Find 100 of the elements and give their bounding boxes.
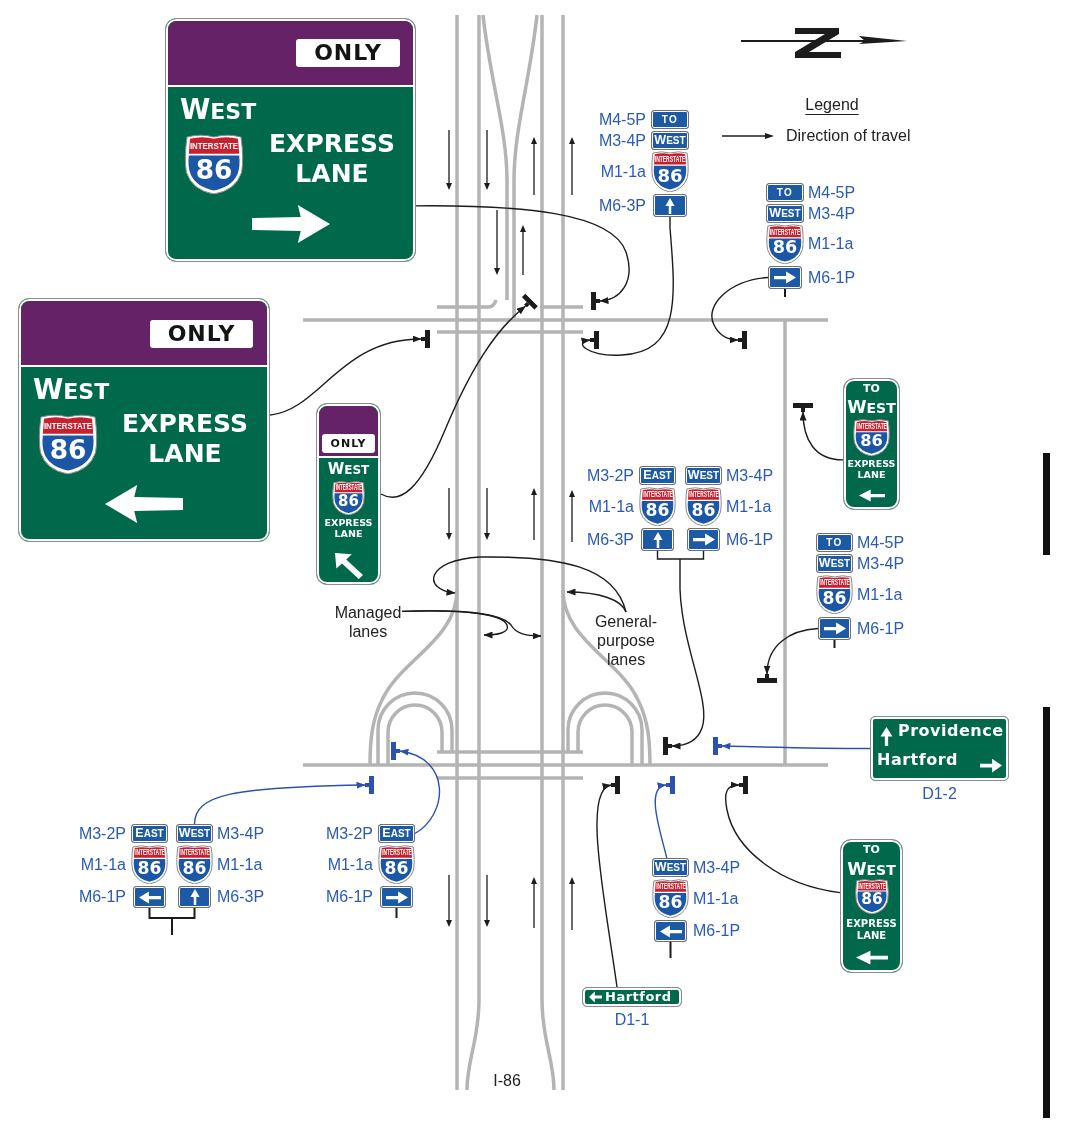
sign-code-label: M3-4P bbox=[598, 130, 646, 151]
only-plaque: ONLY bbox=[150, 320, 253, 348]
legend-text: Direction of travel bbox=[786, 126, 911, 146]
sign-code-label: M6-1P bbox=[78, 887, 126, 907]
arrow-plaque bbox=[178, 886, 211, 908]
sign-code-label: M3-4P bbox=[693, 857, 741, 878]
leader-line bbox=[799, 411, 844, 461]
leader-line bbox=[596, 784, 618, 988]
shield-banner-text: INTERSTATE bbox=[134, 848, 165, 858]
sign-location-symbol bbox=[757, 674, 777, 683]
sign-location-symbol bbox=[713, 737, 722, 755]
express-lane-sign bbox=[165, 18, 416, 262]
route-number: 86 bbox=[645, 502, 670, 520]
leader-line bbox=[399, 749, 441, 835]
interstate-shield bbox=[853, 419, 890, 456]
sign-code-label: M3-2P bbox=[325, 823, 373, 844]
sign-legend-text: WEST bbox=[847, 397, 896, 418]
sign-legend-text: WEST bbox=[327, 461, 370, 479]
interstate-shield bbox=[332, 481, 365, 515]
guide-sign bbox=[870, 716, 1009, 781]
sign-legend-text: WEST bbox=[180, 93, 257, 126]
interstate-shield bbox=[38, 414, 98, 474]
leader-line bbox=[654, 784, 668, 859]
sign-code-label: M1-1a bbox=[808, 234, 854, 254]
route-number: 86 bbox=[49, 437, 87, 464]
leader-line bbox=[764, 627, 819, 675]
sign-code-label: M3-4P bbox=[726, 465, 774, 486]
sign-code-label: M4-5P bbox=[598, 109, 646, 130]
shield-banner-text: INTERSTATE bbox=[688, 490, 719, 500]
sign-location-symbol bbox=[666, 776, 675, 794]
route-plaque: WEST bbox=[176, 824, 213, 843]
express-lane-sign bbox=[316, 403, 381, 585]
legend-title: Legend bbox=[805, 95, 859, 115]
sign-location-symbol bbox=[611, 776, 620, 794]
route-number: 86 bbox=[860, 433, 883, 450]
leader-line bbox=[432, 556, 627, 613]
interstate-shield bbox=[176, 845, 213, 884]
only-plaque: ONLY bbox=[322, 434, 375, 453]
route-plaque: EAST bbox=[378, 824, 415, 843]
sign-location-symbol bbox=[365, 776, 374, 794]
interstate-shield bbox=[651, 151, 689, 192]
shield-banner-text: INTERSTATE bbox=[769, 227, 801, 237]
sign-code-label: M1-1a bbox=[600, 161, 646, 182]
arrow-plaque bbox=[380, 886, 413, 908]
route-number: 86 bbox=[691, 502, 716, 520]
interstate-shield bbox=[184, 134, 244, 194]
route-number: 86 bbox=[657, 166, 683, 185]
route-number: 86 bbox=[772, 239, 798, 257]
interstate-shield bbox=[378, 845, 415, 884]
route-number: 86 bbox=[137, 860, 162, 878]
destination-text: Hartford bbox=[877, 751, 959, 770]
route-number: 86 bbox=[822, 590, 847, 608]
sign-code-label: M1-1a bbox=[726, 496, 772, 517]
leader-line bbox=[724, 781, 841, 894]
sign-legend-text: TO bbox=[863, 383, 880, 396]
sign-location-symbol bbox=[421, 330, 430, 348]
sign-code-label: M6-3P bbox=[217, 887, 265, 907]
sign-code-label: M1-1a bbox=[588, 496, 634, 517]
sign-legend-text: EXPRESS LANE bbox=[847, 458, 896, 481]
sign-legend-text: TO bbox=[863, 844, 880, 857]
guide-sign bbox=[582, 987, 682, 1007]
route-number: 86 bbox=[658, 894, 683, 912]
sign-code-label: M3-4P bbox=[808, 203, 856, 224]
arrow-plaque bbox=[768, 266, 802, 289]
leader-line bbox=[193, 781, 366, 825]
route-plaque: WEST bbox=[652, 858, 689, 877]
route-plaque: WEST bbox=[766, 204, 804, 223]
route-number: 86 bbox=[338, 494, 359, 510]
leader-line bbox=[711, 276, 769, 344]
sign-legend-text: WEST bbox=[847, 859, 896, 880]
arrow-plaque bbox=[653, 194, 687, 217]
arrow-plaque bbox=[818, 617, 851, 640]
interstate-shield bbox=[639, 487, 676, 526]
sign-location-symbol bbox=[391, 742, 400, 760]
shield-banner-text: INTERSTATE bbox=[858, 881, 886, 891]
sign-code-label: M1-1a bbox=[693, 888, 739, 909]
interstate-shield bbox=[131, 845, 168, 884]
interstate-shield bbox=[685, 487, 722, 526]
interstate-shield bbox=[652, 879, 689, 918]
sign-code-label: M6-3P bbox=[598, 195, 646, 216]
sign-code-label: M3-4P bbox=[857, 553, 905, 574]
callout-label: Managed lanes bbox=[334, 603, 402, 641]
shield-banner-text: INTERSTATE bbox=[179, 848, 210, 858]
sign-location-symbol bbox=[590, 331, 599, 349]
leader-line bbox=[721, 742, 871, 750]
route-plaque: WEST bbox=[651, 131, 689, 150]
sign-location-symbol bbox=[793, 403, 813, 412]
route-plaque: TO bbox=[816, 533, 853, 552]
sign-code-label: M3-4P bbox=[217, 823, 265, 844]
route-number: 86 bbox=[861, 892, 883, 908]
sign-code-label: D1-2 bbox=[922, 784, 957, 804]
route-number: 86 bbox=[195, 157, 233, 184]
shield-banner-text: INTERSTATE bbox=[642, 490, 673, 500]
route-plaque: TO bbox=[651, 110, 689, 129]
arrow-plaque bbox=[133, 886, 166, 908]
sign-legend-text: WEST bbox=[33, 373, 110, 406]
sign-location-symbol bbox=[591, 292, 600, 310]
sign-code-label: M1-1a bbox=[857, 584, 903, 605]
shield-banner-text: INTERSTATE bbox=[381, 848, 412, 858]
sign-location-symbol bbox=[739, 776, 748, 794]
